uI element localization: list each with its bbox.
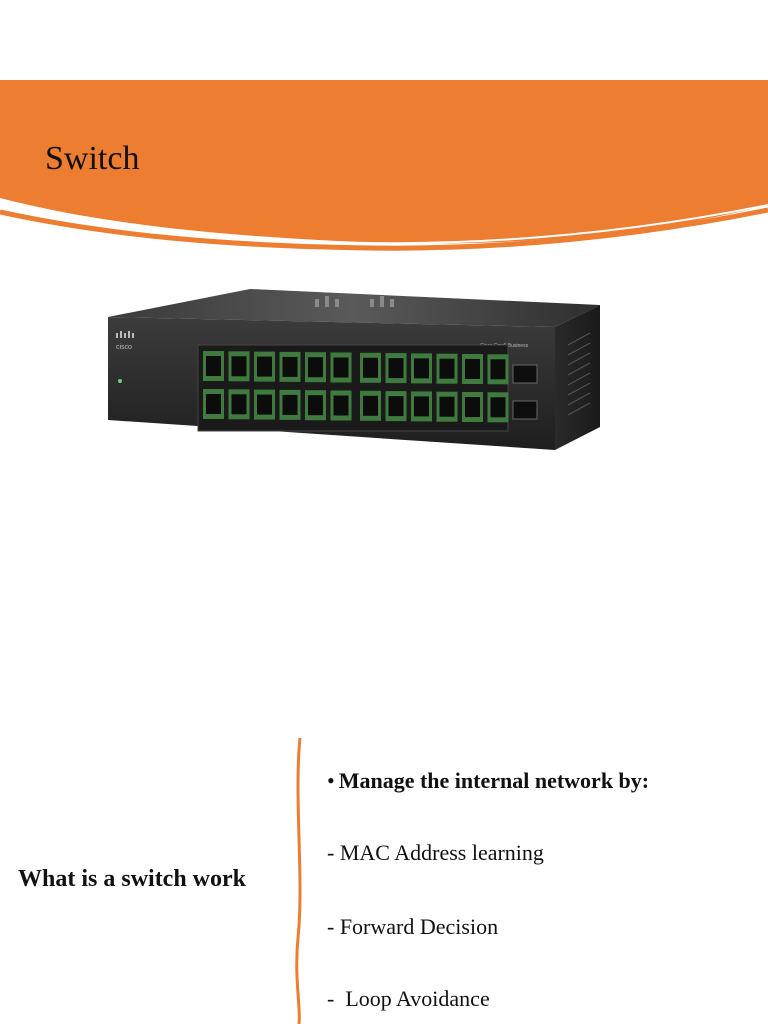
ethernet-port-socket (465, 359, 480, 379)
ethernet-port-socket (363, 357, 378, 378)
ethernet-port-socket (282, 394, 298, 415)
ethernet-port-socket (439, 396, 455, 417)
bullet-heading: •Manage the internal network by: (327, 768, 649, 794)
ethernet-port-socket (206, 394, 221, 414)
vertical-divider (295, 738, 302, 1024)
list-item-loop-avoidance: - Loop Avoidance (327, 986, 490, 1011)
ethernet-port-socket (206, 356, 221, 376)
ethernet-port-socket (257, 394, 272, 415)
list-item-forward-decision: - Forward Decision (327, 914, 499, 939)
ethernet-port-socket (363, 395, 378, 416)
bullet-symbol: • (327, 768, 335, 793)
ethernet-port-socket (308, 395, 323, 416)
ethernet-port-socket (257, 356, 272, 377)
ethernet-port-socket (333, 357, 349, 378)
ethernet-port-socket (282, 356, 298, 377)
ethernet-port-socket (388, 396, 404, 417)
ethernet-port-socket (414, 358, 429, 379)
ethernet-port-socket (388, 358, 404, 379)
page-title: Switch (45, 140, 140, 177)
ethernet-port-socket (308, 357, 323, 378)
ethernet-port-socket (231, 356, 247, 377)
section-heading: What is a switch work (18, 866, 247, 892)
ethernet-port-socket (439, 358, 455, 379)
bullet-heading-text: Manage the internal network by: (338, 768, 650, 793)
ethernet-port-socket (333, 395, 349, 416)
ethernet-port-socket (414, 396, 429, 417)
header-banner (0, 80, 768, 251)
ethernet-port-socket (490, 397, 506, 418)
ethernet-port-socket (231, 394, 247, 415)
list-item-mac-learning: - MAC Address learning (327, 840, 544, 865)
ethernet-port-socket (490, 359, 506, 380)
brand-logo-text: cisco (116, 344, 132, 351)
network-switch-icon: cisco Cisco Small Business (108, 289, 600, 450)
ethernet-port-socket (465, 397, 480, 417)
